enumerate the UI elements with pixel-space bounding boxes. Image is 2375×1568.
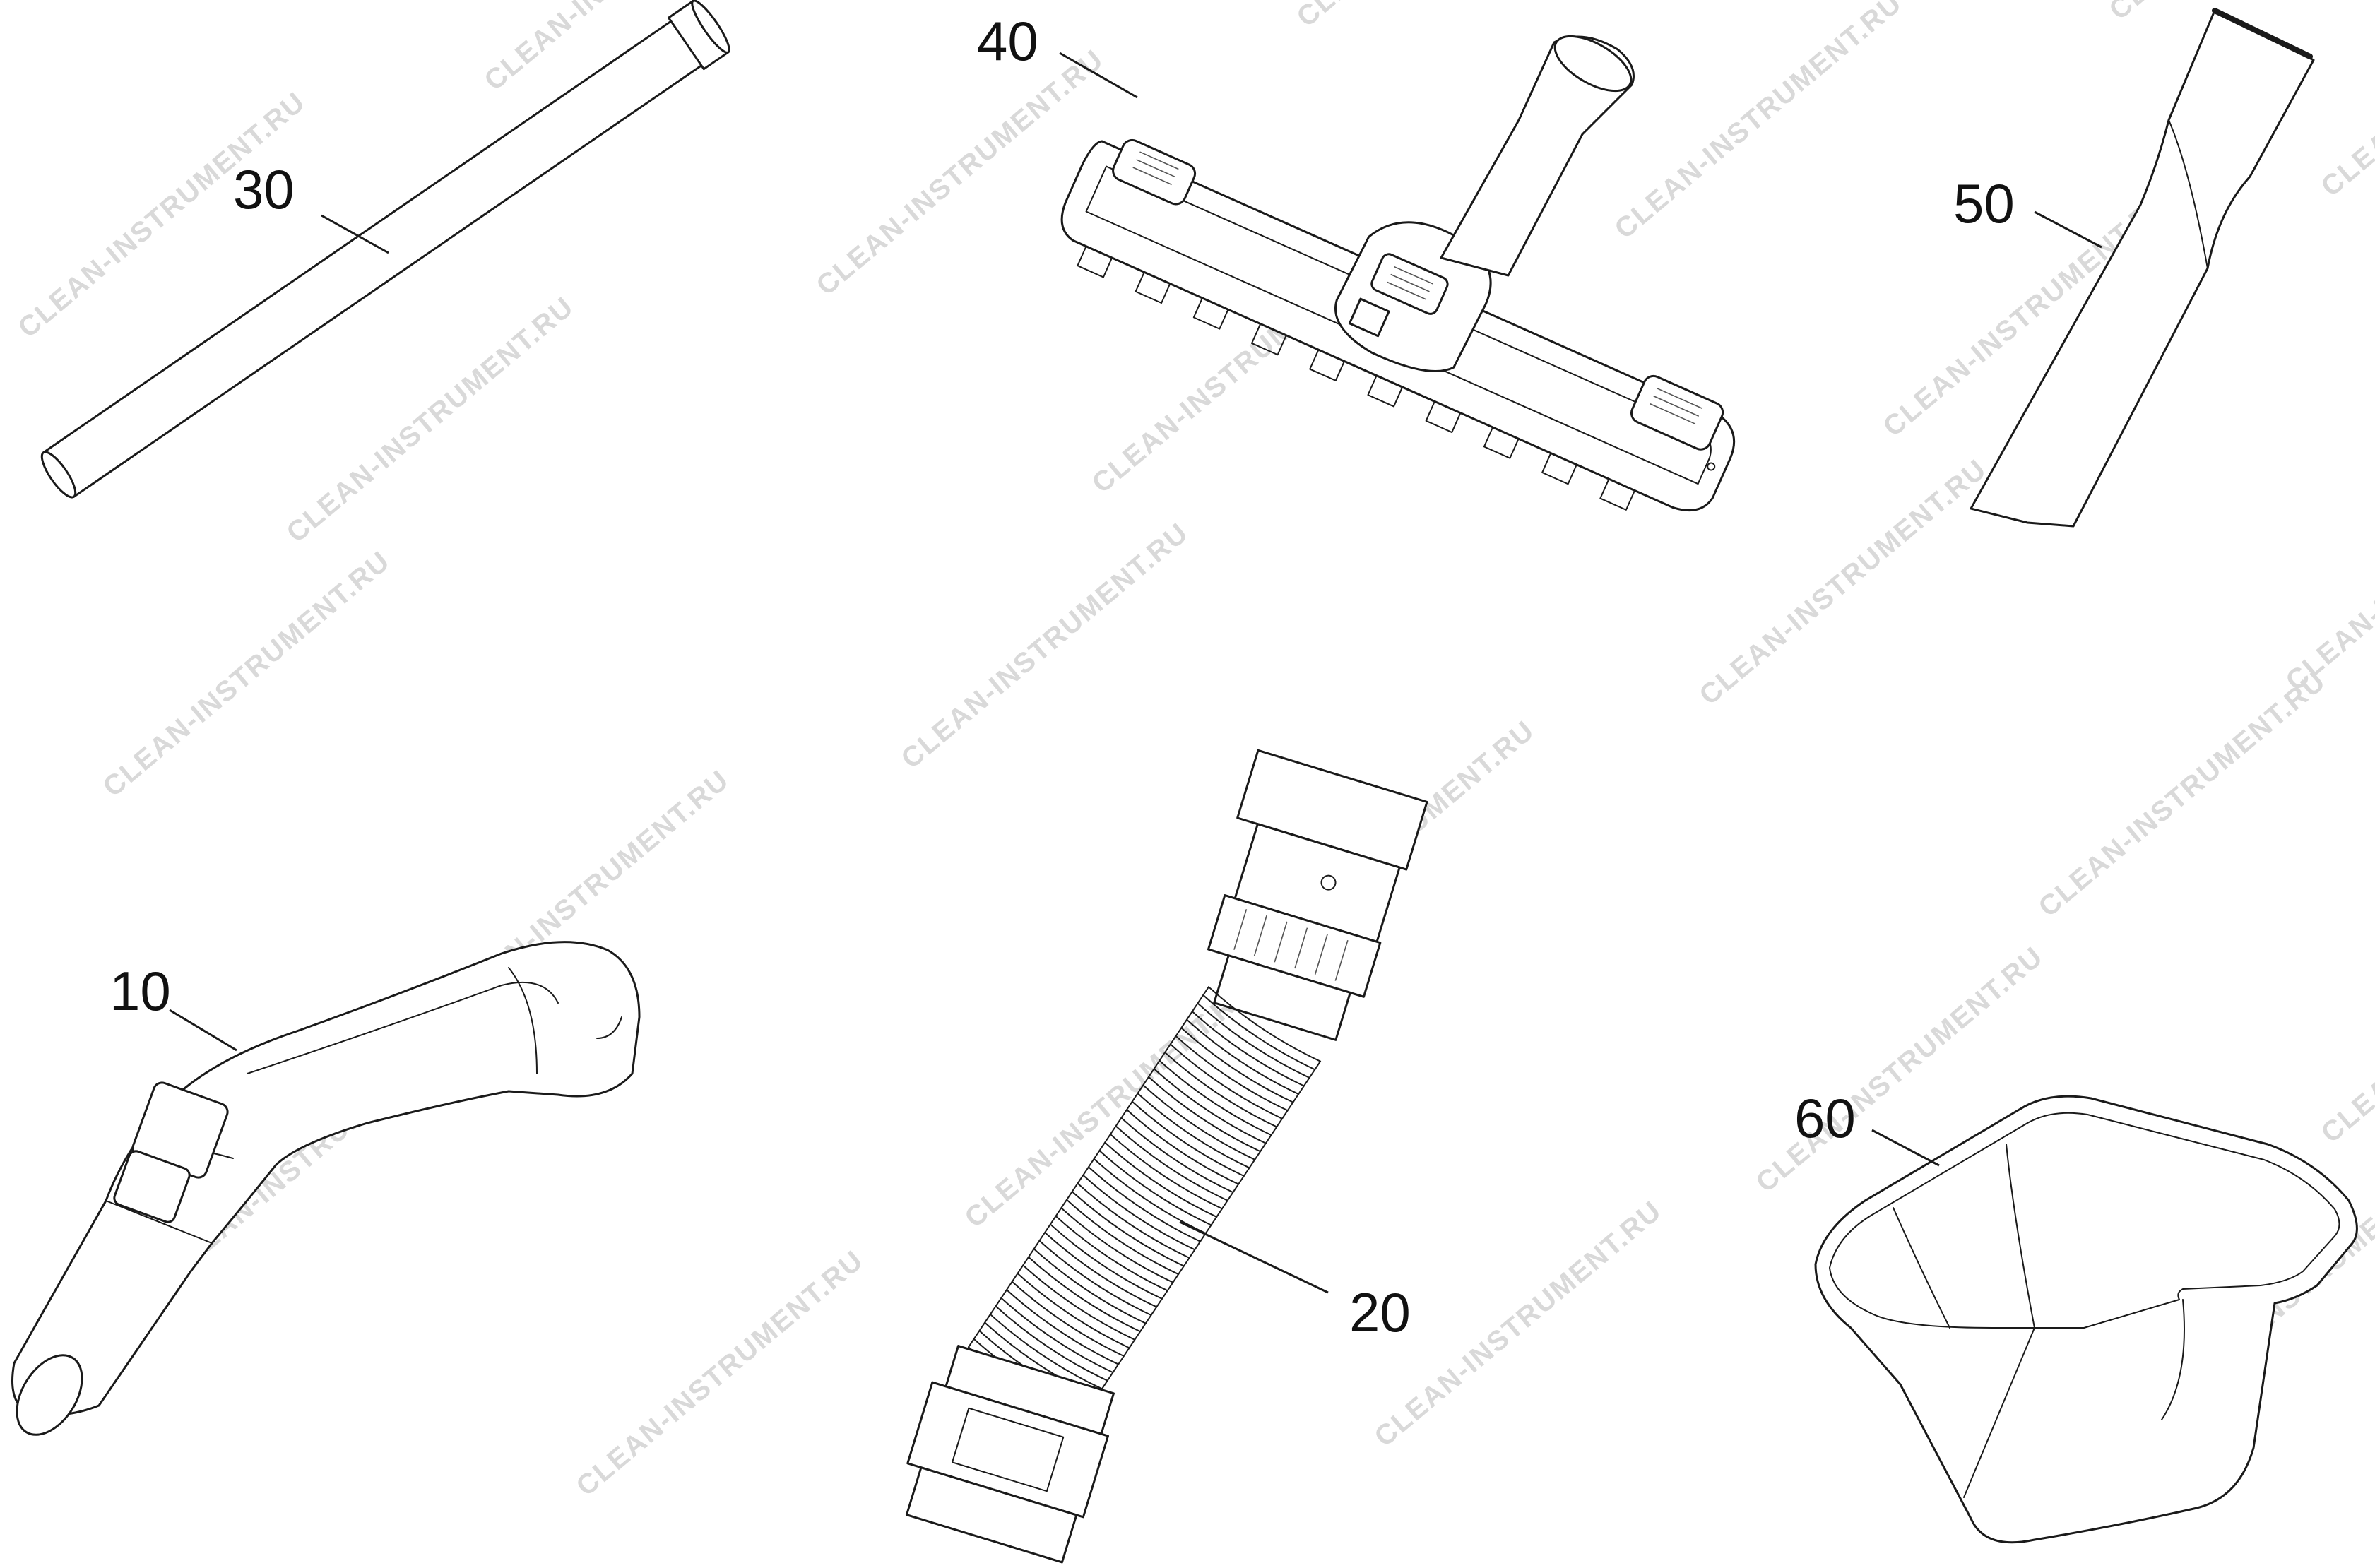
- watermark-text: CLEAN-INSTRUMENT.RU: [1694, 453, 1993, 711]
- part-floor-nozzle: 40: [977, 10, 1736, 512]
- watermark-text: CLEAN-INSTRUMENT.RU: [571, 1245, 870, 1502]
- watermark-text: CLEAN-INSTRUMENT.RU: [97, 545, 396, 803]
- leader-line-50: [2034, 210, 2102, 249]
- leader-line-30: [321, 214, 389, 254]
- watermark-text: CLEAN-INSTRUMENT.RU: [281, 291, 580, 549]
- watermark-text: CLEAN-INSTRUMENT.RU: [2316, 891, 2375, 1149]
- part-label-30: 30: [233, 158, 295, 220]
- leader-line-40: [1059, 52, 1138, 99]
- leader-line-10: [169, 1009, 237, 1052]
- part-label-60: 60: [1794, 1087, 1856, 1149]
- watermark-text: CLEAN-INSTRUMENT.RU: [1291, 0, 1590, 33]
- part-handle: 10: [11, 941, 641, 1436]
- watermark-text: CLEAN-INSTRUMENT.RU: [1369, 1195, 1668, 1453]
- part-tube: 30: [40, 0, 730, 499]
- watermark-text: CLEAN-INSTRUMENT.RU: [2033, 665, 2332, 923]
- leader-line-60: [1871, 1129, 1940, 1167]
- part-label-20: 20: [1349, 1281, 1411, 1343]
- part-label-40: 40: [977, 10, 1038, 72]
- hose-corrugations: [967, 986, 1322, 1423]
- watermark-text: CLEAN-INSTRUMENT.RU: [2316, 0, 2375, 203]
- leader-line-20: [1179, 1220, 1329, 1294]
- watermark-text: CLEAN-INSTRUMENT.RU: [2280, 439, 2375, 697]
- part-crevice-nozzle: 50: [1953, 8, 2315, 528]
- watermark-text: CLEAN-INSTRUMENT.RU: [1609, 0, 1908, 245]
- watermark-text: CLEAN-INSTRUMENT.RU: [896, 517, 1195, 775]
- part-label-50: 50: [1953, 172, 2015, 234]
- watermark-text: CLEAN-INSTRUMENT.RU: [811, 44, 1110, 302]
- part-filter-bag: 60: [1794, 1087, 2358, 1544]
- part-hose: 20: [905, 749, 1428, 1564]
- watermark-text: CLEAN-INSTRUMENT.RU: [959, 976, 1258, 1234]
- part-label-10: 10: [109, 960, 171, 1022]
